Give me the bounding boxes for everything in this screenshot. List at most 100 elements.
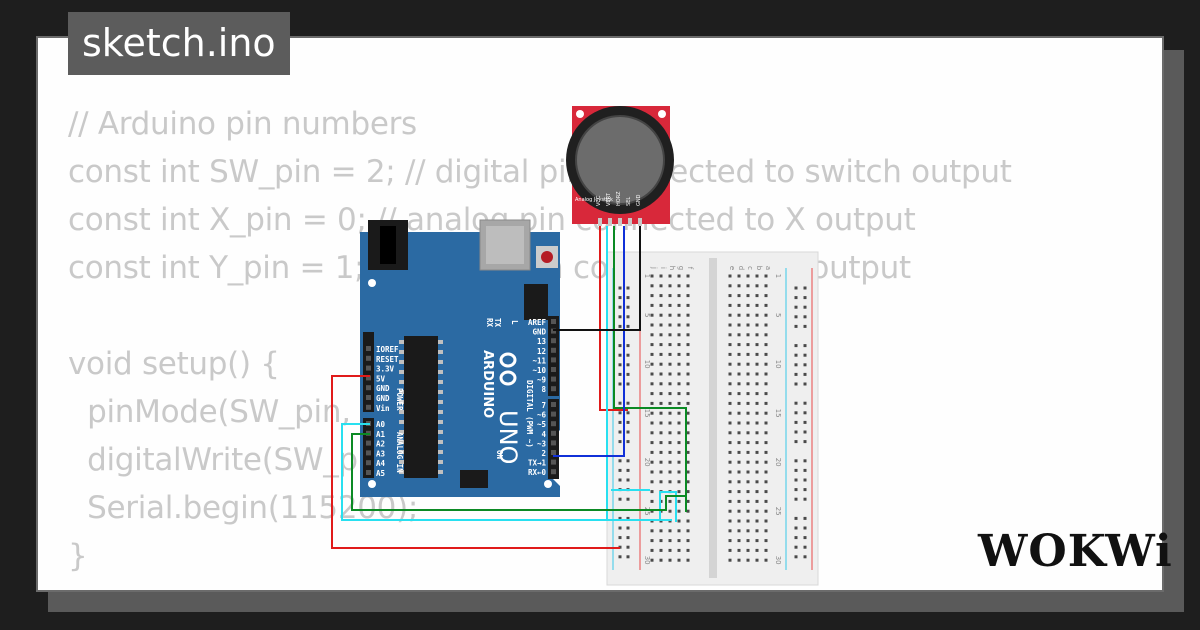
rail-hole[interactable] xyxy=(618,305,622,309)
breadboard-hole[interactable] xyxy=(737,362,741,366)
breadboard-hole[interactable] xyxy=(668,284,672,288)
breadboard-hole[interactable] xyxy=(686,343,690,347)
breadboard-hole[interactable] xyxy=(746,480,750,484)
rail-hole[interactable] xyxy=(794,440,798,444)
breadboard-hole[interactable] xyxy=(650,392,654,396)
breadboard-hole[interactable] xyxy=(746,539,750,543)
breadboard-hole[interactable] xyxy=(764,499,768,503)
breadboard-hole[interactable] xyxy=(650,362,654,366)
breadboard-hole[interactable] xyxy=(686,421,690,425)
breadboard-hole[interactable] xyxy=(755,558,759,562)
breadboard-hole[interactable] xyxy=(686,284,690,288)
rail-hole[interactable] xyxy=(626,315,630,319)
rail-hole[interactable] xyxy=(618,516,622,520)
rail-hole[interactable] xyxy=(794,324,798,328)
breadboard-hole[interactable] xyxy=(659,450,663,454)
joystick-pin[interactable] xyxy=(628,218,632,226)
breadboard-hole[interactable] xyxy=(659,558,663,562)
breadboard-hole[interactable] xyxy=(650,411,654,415)
breadboard-hole[interactable] xyxy=(650,441,654,445)
rail-hole[interactable] xyxy=(803,353,807,357)
breadboard-hole[interactable] xyxy=(686,509,690,513)
breadboard-hole[interactable] xyxy=(650,333,654,337)
breadboard-hole[interactable] xyxy=(668,431,672,435)
breadboard-hole[interactable] xyxy=(677,313,681,317)
breadboard-hole[interactable] xyxy=(677,539,681,543)
breadboard-hole[interactable] xyxy=(764,401,768,405)
rail-hole[interactable] xyxy=(626,468,630,472)
breadboard-hole[interactable] xyxy=(728,313,732,317)
breadboard-hole[interactable] xyxy=(686,431,690,435)
header-pin[interactable] xyxy=(551,367,556,372)
breadboard-hole[interactable] xyxy=(746,490,750,494)
rail-hole[interactable] xyxy=(618,536,622,540)
breadboard-hole[interactable] xyxy=(650,294,654,298)
breadboard-hole[interactable] xyxy=(746,343,750,347)
breadboard-hole[interactable] xyxy=(755,529,759,533)
breadboard-hole[interactable] xyxy=(668,274,672,278)
breadboard-hole[interactable] xyxy=(686,401,690,405)
breadboard-hole[interactable] xyxy=(686,372,690,376)
header-pin[interactable] xyxy=(551,376,556,382)
breadboard-hole[interactable] xyxy=(686,558,690,562)
header-pin[interactable] xyxy=(551,402,556,407)
rail-hole[interactable] xyxy=(803,526,807,530)
breadboard-hole[interactable] xyxy=(764,558,768,562)
breadboard-hole[interactable] xyxy=(764,509,768,513)
rail-hole[interactable] xyxy=(626,324,630,328)
header-pin[interactable] xyxy=(366,385,371,391)
rail-hole[interactable] xyxy=(618,468,622,472)
breadboard-hole[interactable] xyxy=(764,470,768,474)
breadboard-hole[interactable] xyxy=(764,362,768,366)
breadboard-hole[interactable] xyxy=(677,509,681,513)
breadboard-hole[interactable] xyxy=(668,529,672,533)
breadboard-hole[interactable] xyxy=(728,480,732,484)
breadboard-hole[interactable] xyxy=(650,460,654,464)
header-pin[interactable] xyxy=(551,347,556,353)
breadboard-hole[interactable] xyxy=(677,480,681,484)
breadboard-hole[interactable] xyxy=(728,548,732,552)
breadboard-hole[interactable] xyxy=(737,431,741,435)
joystick-pin[interactable] xyxy=(638,218,642,226)
breadboard-hole[interactable] xyxy=(737,441,741,445)
header-pin[interactable] xyxy=(551,411,556,417)
rail-hole[interactable] xyxy=(626,545,630,549)
breadboard-hole[interactable] xyxy=(764,539,768,543)
breadboard-hole[interactable] xyxy=(764,411,768,415)
rail-hole[interactable] xyxy=(626,555,630,559)
breadboard-hole[interactable] xyxy=(737,450,741,454)
breadboard-hole[interactable] xyxy=(737,470,741,474)
rail-hole[interactable] xyxy=(626,536,630,540)
rail-hole[interactable] xyxy=(794,545,798,549)
breadboard-hole[interactable] xyxy=(755,421,759,425)
rail-hole[interactable] xyxy=(794,555,798,559)
breadboard-hole[interactable] xyxy=(755,548,759,552)
breadboard-hole[interactable] xyxy=(737,509,741,513)
breadboard-hole[interactable] xyxy=(686,450,690,454)
breadboard-hole[interactable] xyxy=(668,382,672,386)
breadboard-hole[interactable] xyxy=(764,460,768,464)
breadboard-hole[interactable] xyxy=(677,548,681,552)
breadboard-hole[interactable] xyxy=(668,372,672,376)
breadboard-hole[interactable] xyxy=(737,421,741,425)
breadboard-hole[interactable] xyxy=(659,343,663,347)
breadboard-hole[interactable] xyxy=(764,421,768,425)
breadboard-hole[interactable] xyxy=(746,274,750,278)
rail-hole[interactable] xyxy=(794,497,798,501)
header-pin[interactable] xyxy=(551,328,556,334)
breadboard-hole[interactable] xyxy=(755,323,759,327)
rail-hole[interactable] xyxy=(803,478,807,482)
breadboard-hole[interactable] xyxy=(728,372,732,376)
rail-hole[interactable] xyxy=(626,411,630,415)
breadboard-hole[interactable] xyxy=(668,558,672,562)
rail-hole[interactable] xyxy=(803,305,807,309)
breadboard-hole[interactable] xyxy=(677,333,681,337)
rail-hole[interactable] xyxy=(618,296,622,300)
breadboard-hole[interactable] xyxy=(728,401,732,405)
rail-hole[interactable] xyxy=(803,382,807,386)
breadboard-hole[interactable] xyxy=(677,450,681,454)
breadboard-hole[interactable] xyxy=(650,313,654,317)
